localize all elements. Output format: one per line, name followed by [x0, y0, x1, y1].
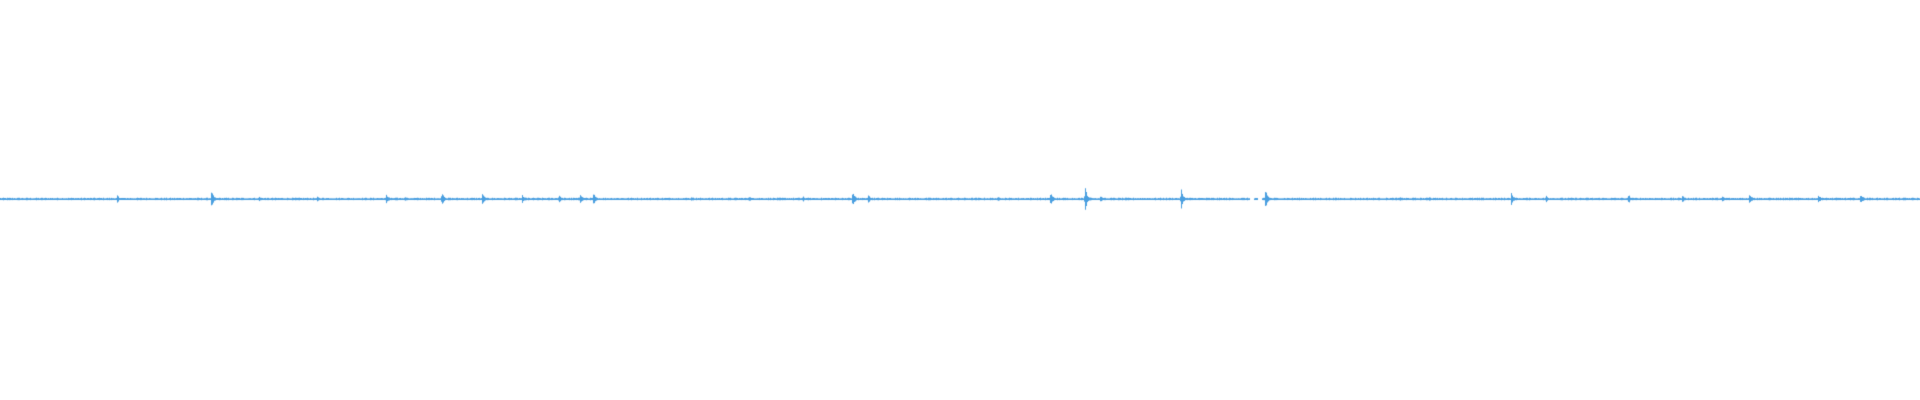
audio-waveform[interactable]	[0, 0, 1920, 400]
